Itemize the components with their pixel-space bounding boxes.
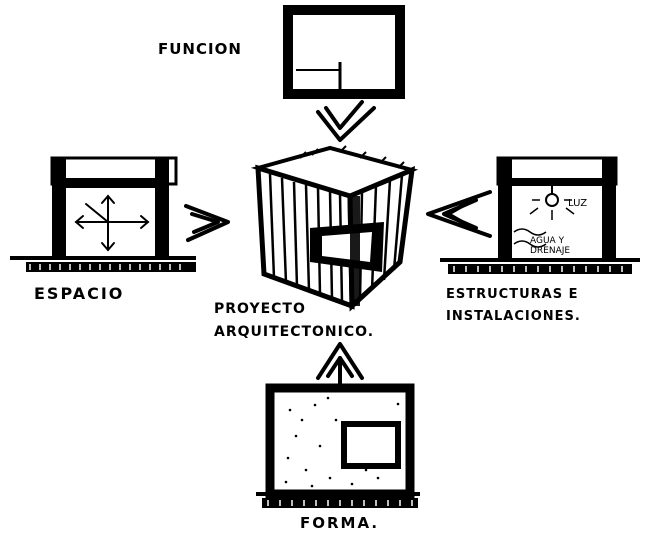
estructura-sketch <box>440 158 640 274</box>
espacio-sketch <box>10 158 196 272</box>
label-luz: LUZ <box>568 198 587 209</box>
arrow-estructura <box>428 192 490 236</box>
arrow-espacio <box>186 206 228 240</box>
forma-sketch <box>256 388 420 508</box>
proyecto-cube <box>258 146 412 306</box>
funcion-sketch <box>288 10 400 98</box>
label-agua-drenaje: AGUA Y DRENAJE <box>530 236 600 256</box>
label-funcion: FUNCION <box>158 40 242 58</box>
arrow-forma <box>318 344 362 384</box>
label-espacio: ESPACIO <box>34 284 124 303</box>
label-forma: FORMA. <box>300 514 379 532</box>
label-estructuras: ESTRUCTURAS E INSTALACIONES. <box>446 284 642 328</box>
label-proyecto: PROYECTO ARQUITECTONICO. <box>214 298 444 344</box>
arrow-funcion <box>318 102 374 140</box>
